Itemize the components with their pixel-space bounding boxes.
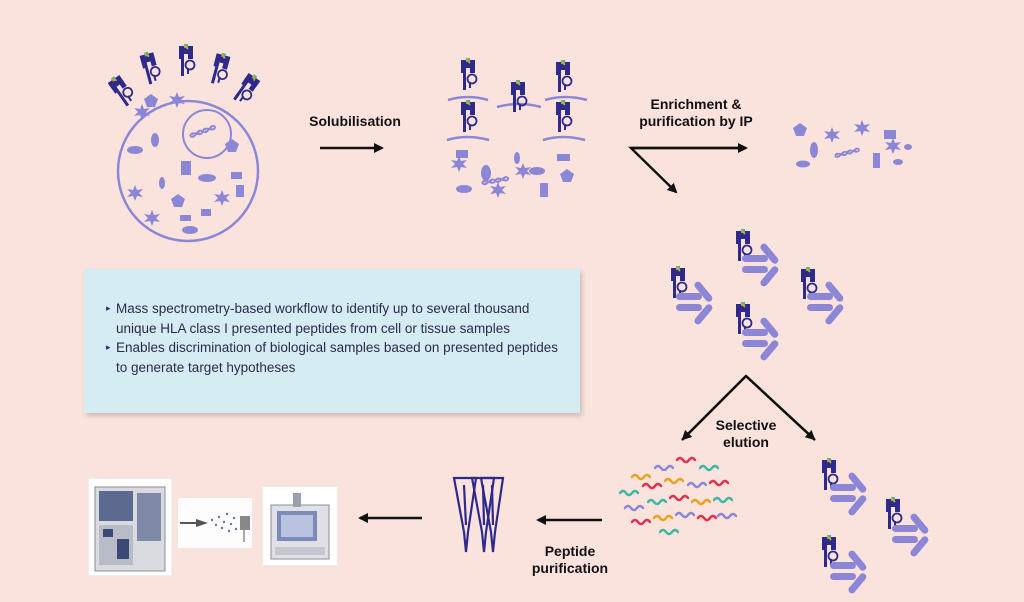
cell-icon <box>105 43 264 243</box>
hla-antibody-complexes <box>670 228 845 362</box>
eluted-peptides <box>618 456 738 536</box>
pipette-tip-icon <box>452 476 505 553</box>
flow-arrows <box>320 143 816 525</box>
bullet-icon: ▸ <box>106 303 111 313</box>
info-item: ▸Mass spectrometry-based workflow to ide… <box>106 301 530 336</box>
solubilised-lysate <box>446 57 588 198</box>
enrichment-label: Enrichment & purification by IP <box>639 96 753 129</box>
info-box: ▸Mass spectrometry-based workflow to ide… <box>84 269 580 413</box>
electrospray-schematic <box>178 498 252 548</box>
selective-elution-label: Selective elution <box>715 417 777 450</box>
mass-spectrometer-icon <box>88 478 172 576</box>
unbound-components <box>793 120 912 168</box>
lc-instrument-icon <box>262 486 338 566</box>
retained-complexes <box>821 457 930 595</box>
info-item: ▸Enables discrimination of biological sa… <box>106 340 559 375</box>
peptide-purification-label: Peptide purification <box>531 543 609 576</box>
bullet-icon: ▸ <box>106 342 111 352</box>
solubilisation-label: Solubilisation <box>309 113 401 129</box>
